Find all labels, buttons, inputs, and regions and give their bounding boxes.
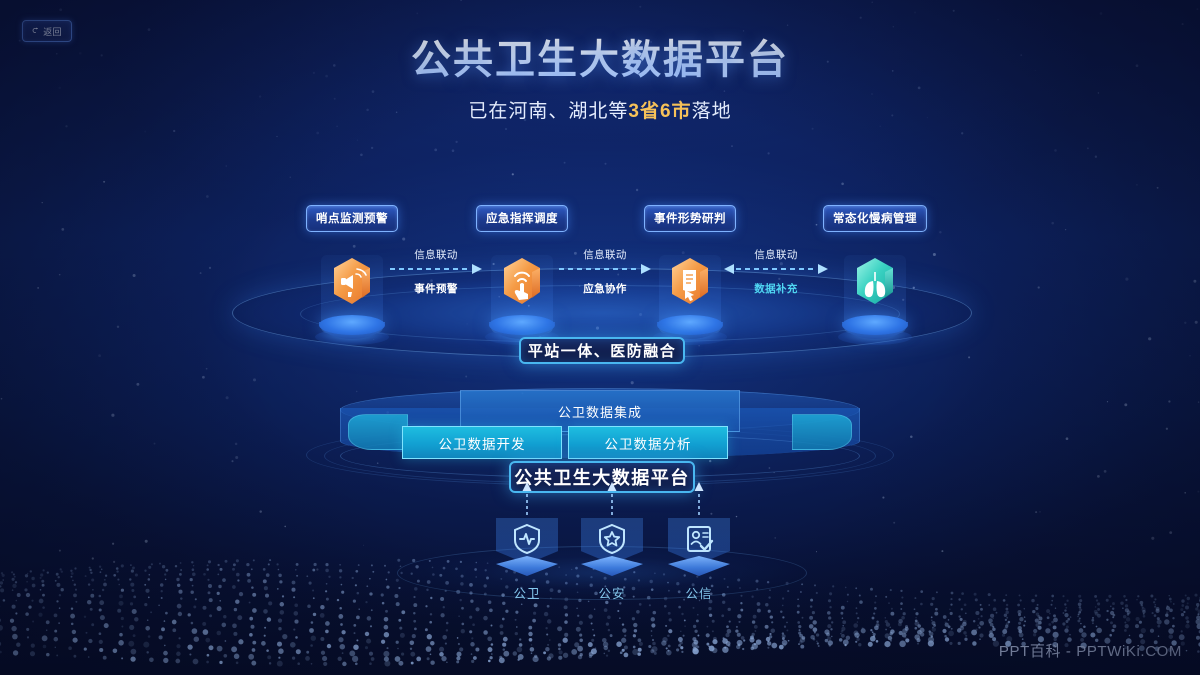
page-subtitle: 已在河南、湖北等3省6市落地 [0,96,1200,123]
upward-arrow-icon [607,482,617,515]
connector-arrow-right-icon [376,262,496,276]
subtitle-prefix: 已在河南、湖北等 [468,101,629,122]
flow-node-label: 哨点监测预警 [306,205,398,232]
connector-arrow-right-icon [545,262,665,276]
source-label: 公安 [598,587,626,601]
flow-connector-1: 信息联动 事件预警 [376,247,496,296]
ring-segment-analysis-label: 公卫数据分析 [604,436,692,452]
ring-segment-analysis[interactable]: 公卫数据分析 [568,426,728,459]
upward-arrow-icon [522,482,532,515]
connector-label-top: 信息联动 [754,249,798,261]
watermark: PPT百科 - PPTWiKi.COM [998,643,1182,660]
flow-node-label: 应急指挥调度 [476,205,568,232]
source-label: 公卫 [513,587,541,601]
back-arrow-icon [32,27,39,33]
page-title: 公共卫生大数据平台 [0,38,1200,82]
flow-node-label: 事件形势研判 [644,205,736,232]
source-cube [479,518,575,580]
ring-segment-development-label: 公卫数据开发 [438,436,526,452]
connector-label-top: 信息联动 [583,249,627,261]
ring-segment-development[interactable]: 公卫数据开发 [402,426,562,459]
ring-segment-left [348,414,408,450]
flow-connector-3: 信息联动 数据补充 [716,247,836,296]
fusion-badge[interactable]: 平站一体、医防融合 [519,337,685,364]
back-button-label: 返回 [43,26,62,37]
lungs-icon [848,254,902,319]
shield-heartbeat-icon [514,523,540,555]
source-label: 公信 [685,587,713,601]
id-card-check-icon [687,526,714,552]
document-analysis-icon [663,254,717,319]
connector-arrow-bidirectional-icon [716,262,836,276]
source-item-public-credit[interactable]: 公信 [651,482,747,602]
ring-segment-integration-label: 公卫数据集成 [557,404,642,420]
platform-badge[interactable]: 公共卫生大数据平台 [509,461,695,493]
source-item-public-security[interactable]: 公安 [564,482,660,602]
connector-label-bottom: 数据补充 [754,283,798,295]
shield-star-icon [599,523,625,555]
connector-label-bottom: 事件预警 [414,283,458,295]
flow-node-label: 常态化慢病管理 [823,205,927,232]
connector-label-bottom: 应急协作 [583,283,627,295]
upward-arrow-icon [694,482,704,515]
connector-label-top: 信息联动 [414,249,458,261]
touch-signal-icon [495,254,549,319]
source-item-public-health[interactable]: 公卫 [479,482,575,602]
subtitle-highlight: 3省6市 [628,101,692,122]
source-cube [564,518,660,580]
title-block: 公共卫生大数据平台 已在河南、湖北等3省6市落地 [0,38,1200,123]
alarm-megaphone-icon [325,254,379,319]
source-cube [651,518,747,580]
subtitle-suffix: 落地 [691,101,732,122]
ring-segment-right [792,414,852,450]
flow-connector-2: 信息联动 应急协作 [545,247,665,296]
